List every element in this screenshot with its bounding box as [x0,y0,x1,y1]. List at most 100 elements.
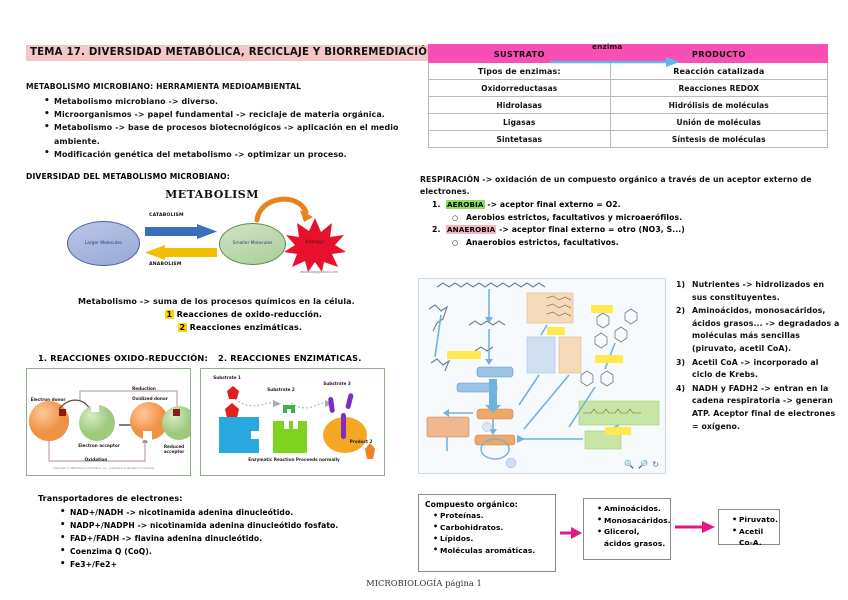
respiracion-item-1-number: 1. [432,200,441,209]
list-item: Lípidos. [433,533,551,545]
section-heading-metabolismo-microbiano: METABOLISMO MICROBIANO: HERRAMIENTA MEDI… [26,82,302,91]
redox-label-electron-acceptor: Electron acceptor [78,443,120,448]
figure-heading-oxido-reduccion: 1. REACCIONES OXIDO-REDUCCIÓN: [38,353,208,363]
energy-burst-icon [284,218,346,272]
metabolism-diagram: METABOLISM Larger Molecules Smaller Mole… [62,188,362,280]
note-item-2: 2) Aminoácidos, monosacáridos, ácidos gr… [676,305,841,355]
metabolismo-microbiano-bullets: Metabolismo microbiano -> diverso. Micro… [26,94,411,161]
list-item: Acetil Co-A. [732,525,776,549]
page-footer: MICROBIOLOGÍA página 1 [366,578,482,588]
list-item: NADP+/NADPH -> nicotinamida adenina dinu… [60,519,380,532]
anaerobia-text: -> aceptor final externo = otro (NO3, S.… [496,225,685,234]
table-header-row: SUSTRATO PRODUCTO [428,44,829,63]
note-2-term: Aminoácidos, monosacáridos, ácidos graso… [692,306,826,328]
respiracion-subitem-aerobia: ○ Aerobios estrictos, facultativos y mic… [420,212,832,225]
anaerobia-tag: ANAEROBIA [446,225,497,234]
list-item: Moléculas aromáticas. [433,544,551,557]
redox-label-reduction: Reduction [132,386,156,391]
aerobia-tag: AEROBIA [446,200,485,209]
redox-label-oxidized-donor: Oxidized donor [132,396,168,401]
enzima-label: enzima [592,42,623,51]
respiracion-item-aerobia: 1. AEROBIA -> aceptor final externo = O2… [420,199,832,212]
note-4-text: -> entran en la cadena respiratoria -> g… [692,383,836,431]
table-row: Sintetasas Síntesis de moléculas [428,130,829,148]
smaller-molecules-node: Smaller Molecules [219,223,286,265]
metabolism-diagram-title: METABOLISM [165,188,259,201]
table-cell-reaction: Hidrólisis de moléculas [609,96,829,114]
zoom-in-icon[interactable]: 🔍 [624,460,635,469]
list-item: Microorganismos -> papel fundamental -> … [44,108,411,121]
table-header-producto-cell: PRODUCTO [609,44,829,63]
transporters-heading: Transportadores de electrones: [38,494,183,503]
note-2-text: -> degradados a moléculas más sencillas … [692,318,840,353]
metabolismo-term: Metabolismo [78,297,138,306]
transporters-list: NAD+/NADH -> nicotinamida adenina dinucl… [50,506,380,571]
redox-label-electron-donor: Electron donor [30,397,66,402]
flow-arrow-1-icon [560,527,582,539]
table-header-sustrato-cell: SUSTRATO [428,44,611,63]
aerobia-subtext: Aerobios estrictos, facultativos y micro… [466,212,683,222]
redox-reaction-diagram: Reduction Oxidation Electron donor Elect… [26,368,191,476]
enzyme-label-substrate-2: Substrate 2 [267,387,295,392]
respiracion-section: RESPIRACIÓN -> oxidación de un compuesto… [420,174,832,249]
note-1-text: -> hidrolizados en sus constituyentes. [692,280,825,302]
catabolism-arrow-icon [145,224,217,239]
table-row: Oxidorreductasas Reacciones REDOX [428,79,829,97]
metabolismo-item-2-number: 2 [178,323,187,332]
list-item: Monosacáridos. [597,514,671,527]
anabolism-label: ANABOLISM [149,262,182,267]
list-item: Proteínas. [433,510,551,522]
metabolismo-item-1-label: Reacciones de oxido-reducción. [176,310,323,319]
table-row: Hidrolasas Hidrólisis de moléculas [428,96,829,114]
list-item: NAD+/NADH -> nicotinamida adenina dinucl… [60,506,380,519]
note-1-marker: 1) [676,280,686,289]
larger-molecules-label: Larger Molecules [84,240,123,246]
anaerobia-subtext: Anaerobios estrictos, facultativos. [466,237,619,247]
table-header-producto: PRODUCTO [691,48,746,59]
note-4-term: NADH y FADH2 [692,383,759,393]
enzima-arrow-group: enzima [550,42,696,67]
zoom-out-icon[interactable]: 🔎 [638,460,649,469]
flow-box-1-list: Proteínas. Carbohidratos. Lípidos. Moléc… [425,510,551,556]
anabolism-arrow-icon [145,245,217,260]
note-3-term: Acetil CoA [692,357,738,367]
note-1-term: Nutrientes [692,280,740,289]
energy-curved-arrow-icon [254,196,313,223]
enzyme-label-product: Product 2 [349,439,373,444]
respiracion-intro: RESPIRACIÓN -> oxidación de un compuesto… [420,175,812,196]
table-cell-reaction: Reacciones REDOX [609,79,829,97]
section-heading-diversidad: DIVERSIDAD DEL METABOLISMO MICROBIANO: [26,172,230,181]
table-cell-enzyme-name: Ligasas [428,113,611,131]
reset-icon[interactable]: ↻ [652,460,659,469]
note-3-text: -> incorporado al ciclo de Krebs. [692,357,819,380]
redox-diagram-credit: Copyright © 2006 Pearson Education, Inc.… [53,467,155,470]
left-column: METABOLISMO MICROBIANO: HERRAMIENTA MEDI… [26,82,411,161]
metabolismo-item-2-label: Reacciones enzimáticas. [189,323,302,332]
note-3-marker: 3) [676,357,686,367]
table-cell-enzyme-name: Sintetasas [428,130,611,148]
table-subheader-row: Tipos de enzimas: Reacción catalizada [428,62,829,80]
note-item-4: 4) NADH y FADH2 -> entran en la cadena r… [676,383,841,433]
enzima-arrow-icon [550,57,680,67]
list-item: Metabolismo microbiano -> diverso. [44,94,411,108]
list-item: Metabolismo -> base de procesos biotecno… [44,121,411,147]
bullet-circle-icon: ○ [452,213,459,222]
catabolism-label: CATABOLISM [149,213,184,218]
list-item: Modificación genética del metabolismo ->… [44,147,411,161]
energy-label: Energy! [305,240,325,245]
enzyme-types-table: SUSTRATO PRODUCTO Tipos de enzimas: Reac… [428,44,829,148]
figure-heading-enzimaticas: 2. REACCIONES ENZIMÁTICAS. [218,353,362,363]
table-row: Ligasas Unión de moléculas [428,113,829,131]
list-item: Piruvato. [732,514,778,526]
pathway-zoom-controls[interactable]: 🔍 🔎 ↻ [624,460,659,469]
flow-box-compuesto-organico: Compuesto orgánico: Proteínas. Carbohidr… [418,494,556,572]
metabolismo-definition: Metabolismo -> suma de los procesos quím… [78,297,355,306]
list-item: Fe3+/Fe2+ [60,558,380,571]
enzyme-label-substrate-1: Substrate 1 [213,375,241,380]
metabolic-pathway-diagram: 🔍 🔎 ↻ [418,278,666,474]
metabolic-pathway-graphic [419,279,665,473]
note-item-1: 1) Nutrientes -> hidrolizados en sus con… [676,279,841,304]
flow-box-3-list: Piruvato. Acetil Co-A. [724,514,778,549]
enzymatic-reaction-diagram: Substrate 1 Substrate 2 Substrate 3 Prod… [200,368,385,476]
